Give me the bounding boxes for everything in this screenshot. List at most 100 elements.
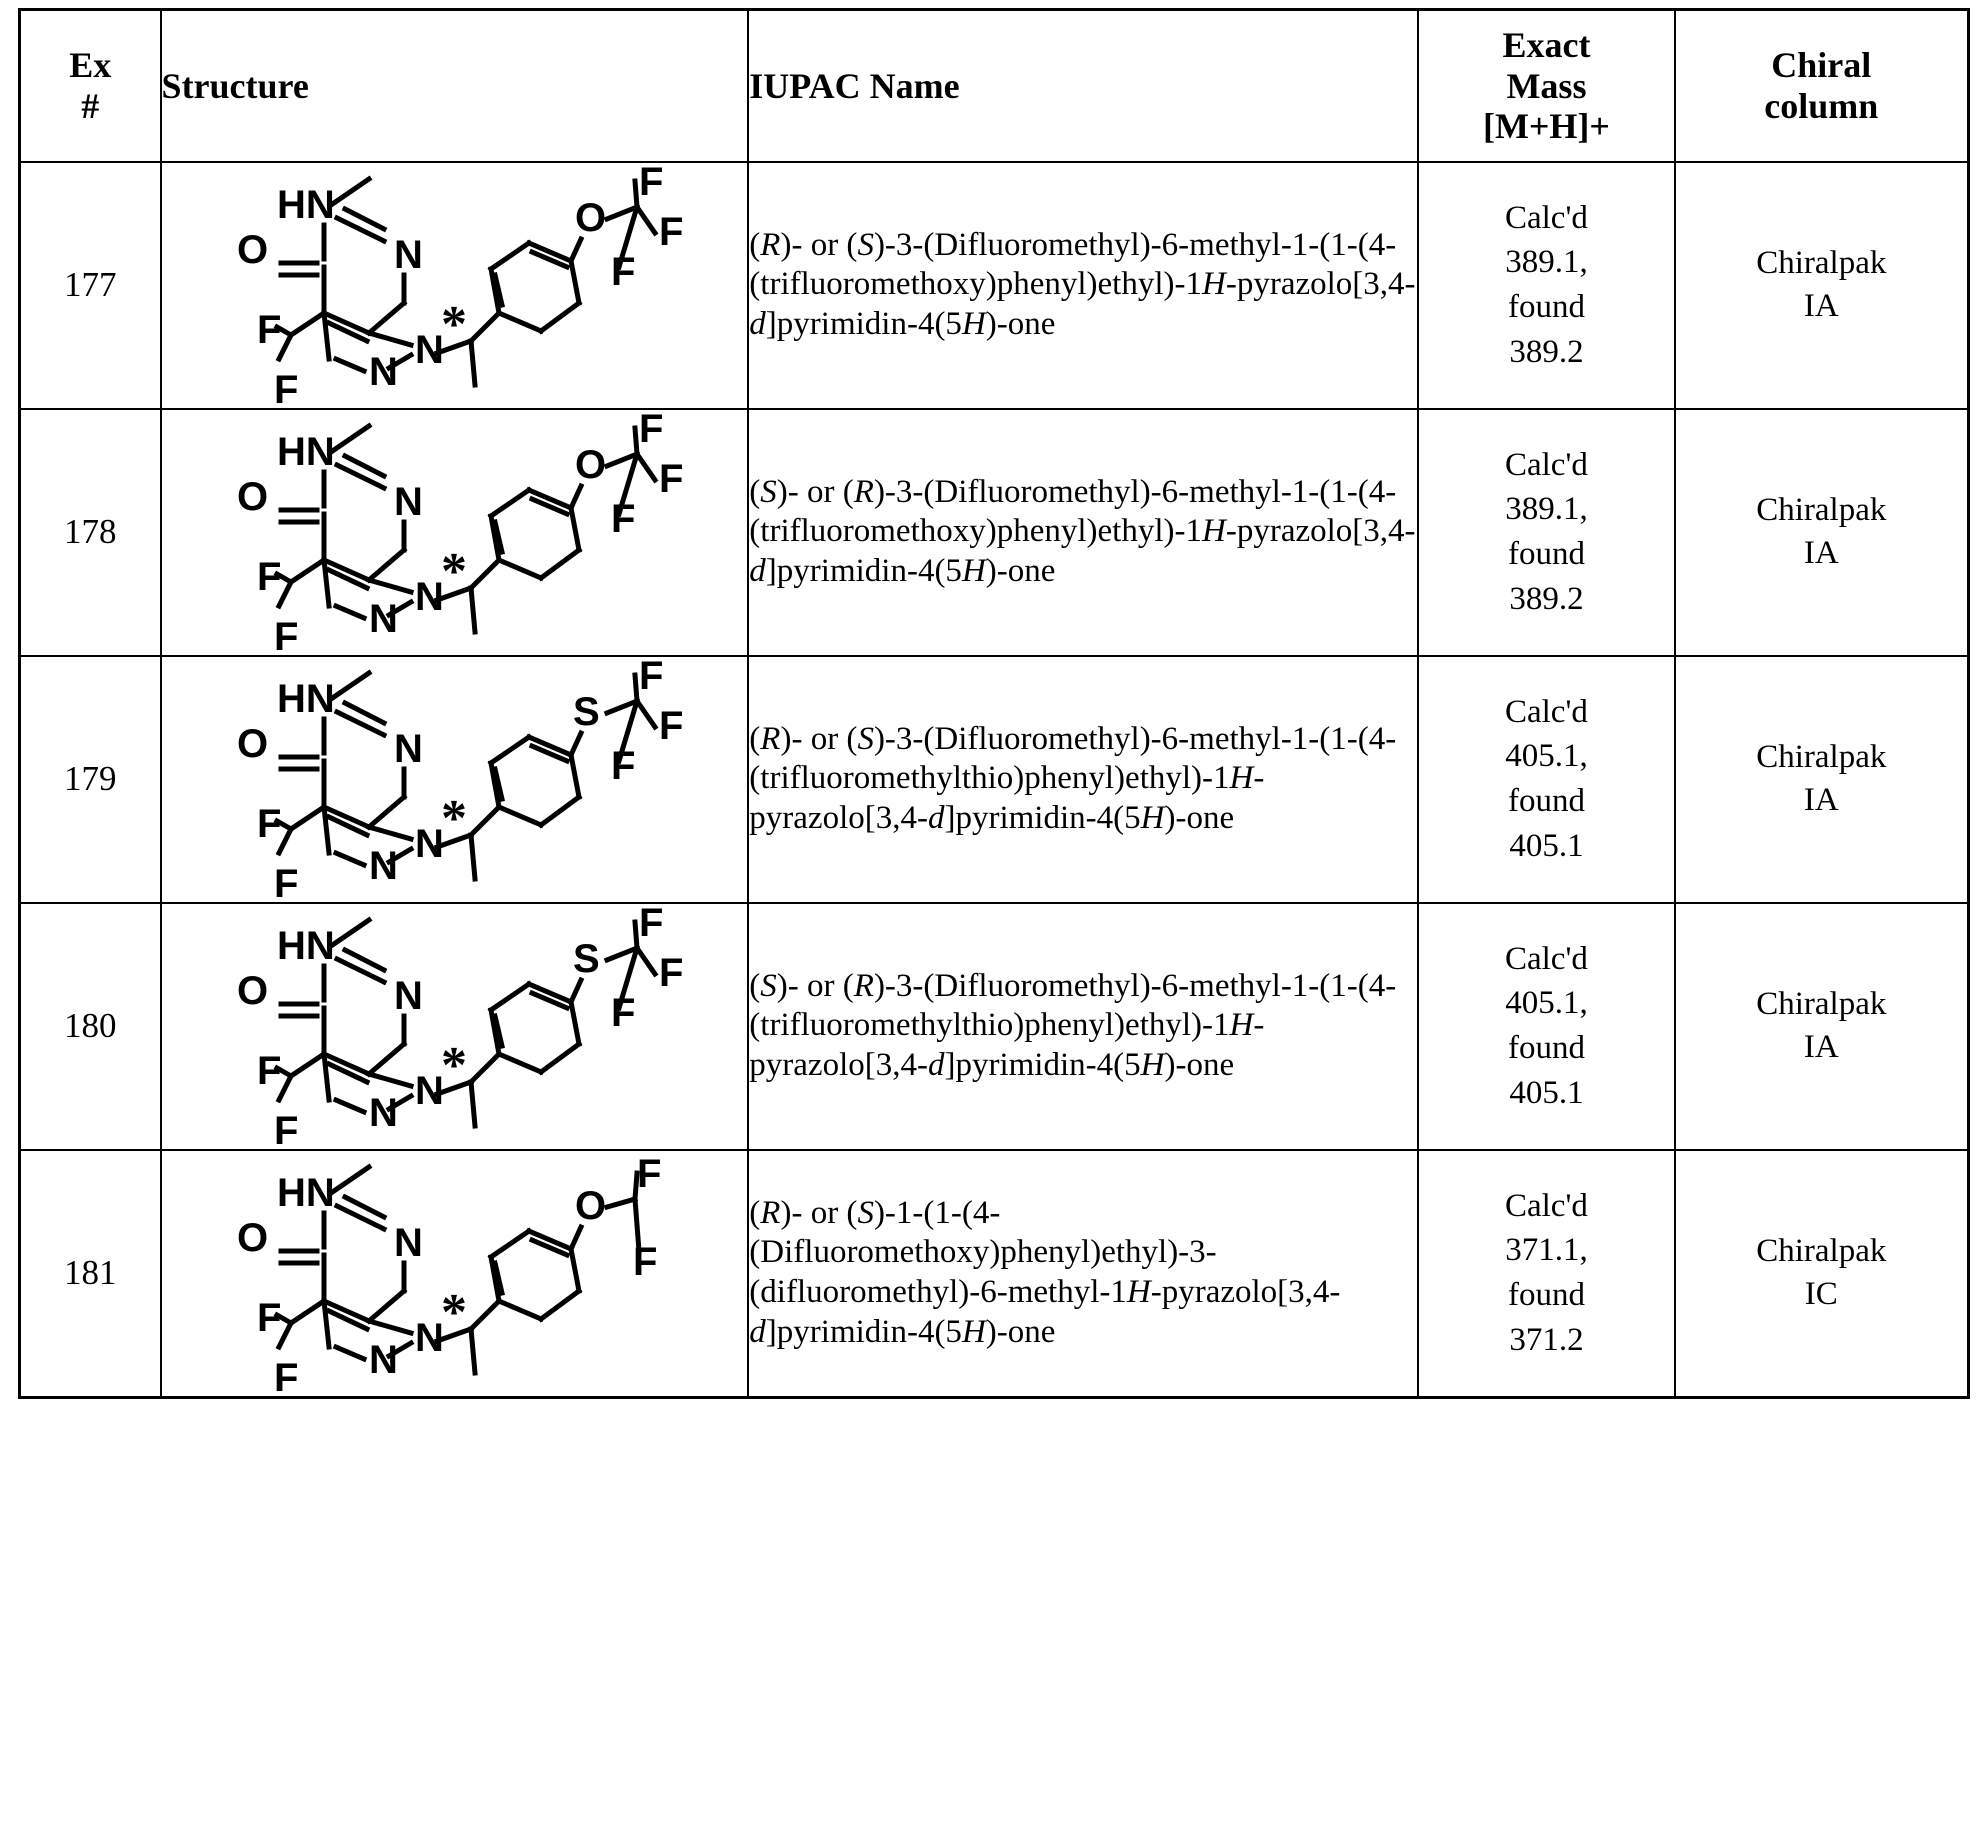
iupac-name-cell: (S)- or (R)-3-(Difluoromethyl)-6-methyl-… <box>747 407 1420 657</box>
column-header-chiral-line1: Chiral <box>1771 45 1872 86</box>
atom-label-O: O <box>237 475 268 519</box>
atom-label-N-pyrazole: N <box>369 844 398 888</box>
example-number: 177 <box>18 160 162 410</box>
column-header-mass-line3: [M+H]+ <box>1482 105 1610 146</box>
atom-label-O: O <box>237 1216 268 1260</box>
iupac-name-text: (R)- or (S)-1-(1-(4-(Difluoromethoxy)phe… <box>749 1194 1341 1350</box>
atom-label-O: O <box>237 722 268 766</box>
table-header: Ex # Structure IUPAC Name Exact Mass [M+… <box>18 8 1970 163</box>
iupac-name-cell: (R)- or (S)-1-(1-(4-(Difluoromethoxy)phe… <box>747 1148 1420 1398</box>
chiral-column-text: Chiralpak IA <box>1756 245 1887 324</box>
atom-label-N-pyrazole: N <box>369 1338 398 1382</box>
atom-label-F-1: F <box>639 657 663 698</box>
structure-cell: HN O N F <box>159 160 750 410</box>
atom-label-F-b: F <box>274 1109 298 1149</box>
exact-mass-text: Calc'd 389.1, found 389.2 <box>1504 199 1588 370</box>
atom-label-N-pyrazole: N <box>369 597 398 641</box>
chemical-structure-diagram: HN O N F <box>237 657 683 902</box>
atom-label-HN: HN <box>277 183 335 227</box>
iupac-name-text: (S)- or (R)-3-(Difluoromethyl)-6-methyl-… <box>749 967 1397 1083</box>
column-header-ex-line2: # <box>81 85 100 126</box>
atom-label-N-pyrazole: N <box>369 1091 398 1135</box>
atom-label-O: O <box>237 969 268 1013</box>
column-header-structure: Structure <box>159 8 750 163</box>
column-header-mass-line1: Exact <box>1502 25 1591 66</box>
chemical-structure-diagram: HN O N F <box>237 410 683 655</box>
atom-label-HN: HN <box>277 430 335 474</box>
exact-mass-cell: Calc'd 389.1, found 389.2 <box>1417 407 1676 657</box>
iupac-name-cell: (R)- or (S)-3-(Difluoromethyl)-6-methyl-… <box>747 160 1420 410</box>
atom-label-F-b: F <box>274 1356 298 1396</box>
iupac-name-text: (R)- or (S)-3-(Difluoromethyl)-6-methyl-… <box>749 226 1416 342</box>
chemical-structure-diagram: HN O N F <box>237 904 683 1149</box>
table-row: 181 HN O N <box>18 1148 1970 1398</box>
atom-label-N-ring: N <box>394 974 423 1018</box>
structure-cell: HN O N F <box>159 1148 750 1398</box>
chiral-column-text: Chiralpak IA <box>1756 739 1887 818</box>
iupac-name-text: (S)- or (R)-3-(Difluoromethyl)-6-methyl-… <box>749 473 1416 589</box>
table-body: 177 HN O N <box>18 160 1970 1398</box>
chiral-column-cell: Chiralpak IA <box>1673 654 1970 904</box>
chiral-column-cell: Chiralpak IC <box>1673 1148 1970 1398</box>
atom-label-S-linker: S <box>573 937 600 981</box>
exact-mass-cell: Calc'd 371.1, found 371.2 <box>1417 1148 1676 1398</box>
exact-mass-cell: Calc'd 405.1, found 405.1 <box>1417 901 1676 1151</box>
table-row: 180 HN O N <box>18 901 1970 1151</box>
atom-label-F-2: F <box>659 457 683 501</box>
iupac-name-cell: (S)- or (R)-3-(Difluoromethyl)-6-methyl-… <box>747 901 1420 1151</box>
atom-label-F-1: F <box>637 1152 661 1196</box>
example-number: 179 <box>18 654 162 904</box>
column-header-ex-line1: Ex <box>69 45 112 86</box>
atom-label-HN: HN <box>277 1171 335 1215</box>
exact-mass-cell: Calc'd 405.1, found 405.1 <box>1417 654 1676 904</box>
structure-cell: HN O N F <box>159 654 750 904</box>
chiral-column-cell: Chiralpak IA <box>1673 407 1970 657</box>
structure-cell: HN O N F <box>159 901 750 1151</box>
chiral-column-cell: Chiralpak IA <box>1673 160 1970 410</box>
atom-label-HN: HN <box>277 924 335 968</box>
column-header-exact-mass: Exact Mass [M+H]+ <box>1417 8 1676 163</box>
exact-mass-text: Calc'd 389.1, found 389.2 <box>1504 446 1588 617</box>
column-header-chiral-line2: column <box>1764 85 1879 126</box>
atom-label-F-1: F <box>639 904 663 945</box>
table-row: 177 HN O N <box>18 160 1970 410</box>
column-header-iupac-name: IUPAC Name <box>747 8 1420 163</box>
atom-label-N-pyrazole: N <box>369 350 398 394</box>
atom-label-F-2: F <box>659 704 683 748</box>
exact-mass-text: Calc'd 405.1, found 405.1 <box>1504 693 1588 864</box>
structure-cell: HN O N F <box>159 407 750 657</box>
atom-label-F-b: F <box>274 615 298 655</box>
atom-label-O-linker: O <box>575 1184 606 1228</box>
atom-label-F-2: F <box>659 210 683 254</box>
table-row: 178 HN O N <box>18 407 1970 657</box>
example-number: 181 <box>18 1148 162 1398</box>
iupac-name-cell: (R)- or (S)-3-(Difluoromethyl)-6-methyl-… <box>747 654 1420 904</box>
example-number: 178 <box>18 407 162 657</box>
chiral-column-text: Chiralpak IC <box>1756 1233 1887 1312</box>
example-number: 180 <box>18 901 162 1151</box>
exact-mass-cell: Calc'd 389.1, found 389.2 <box>1417 160 1676 410</box>
atom-label-HN: HN <box>277 677 335 721</box>
header-row: Ex # Structure IUPAC Name Exact Mass [M+… <box>18 8 1970 163</box>
atom-label-F-b: F <box>274 368 298 408</box>
column-header-mass-line2: Mass <box>1506 65 1587 106</box>
column-header-chiral-column: Chiral column <box>1673 8 1970 163</box>
atom-label-O-linker: O <box>575 196 606 240</box>
exact-mass-text: Calc'd 371.1, found 371.2 <box>1504 1187 1588 1358</box>
column-header-ex: Ex # <box>18 8 162 163</box>
table-row: 179 HN O N <box>18 654 1970 904</box>
atom-label-F-b: F <box>274 862 298 902</box>
atom-label-F-1: F <box>639 163 663 204</box>
chiral-column-cell: Chiralpak IA <box>1673 901 1970 1151</box>
exact-mass-text: Calc'd 405.1, found 405.1 <box>1504 940 1588 1111</box>
chemical-structure-diagram: HN O N F <box>237 1152 661 1396</box>
atom-label-F-2: F <box>659 951 683 995</box>
atom-label-N-ring: N <box>394 233 423 277</box>
chiral-column-text: Chiralpak IA <box>1756 492 1887 571</box>
atom-label-S-linker: S <box>573 690 600 734</box>
atom-label-O: O <box>237 228 268 272</box>
atom-label-N-ring: N <box>394 727 423 771</box>
atom-label-N-ring: N <box>394 480 423 524</box>
compound-table: Ex # Structure IUPAC Name Exact Mass [M+… <box>18 8 1970 1399</box>
